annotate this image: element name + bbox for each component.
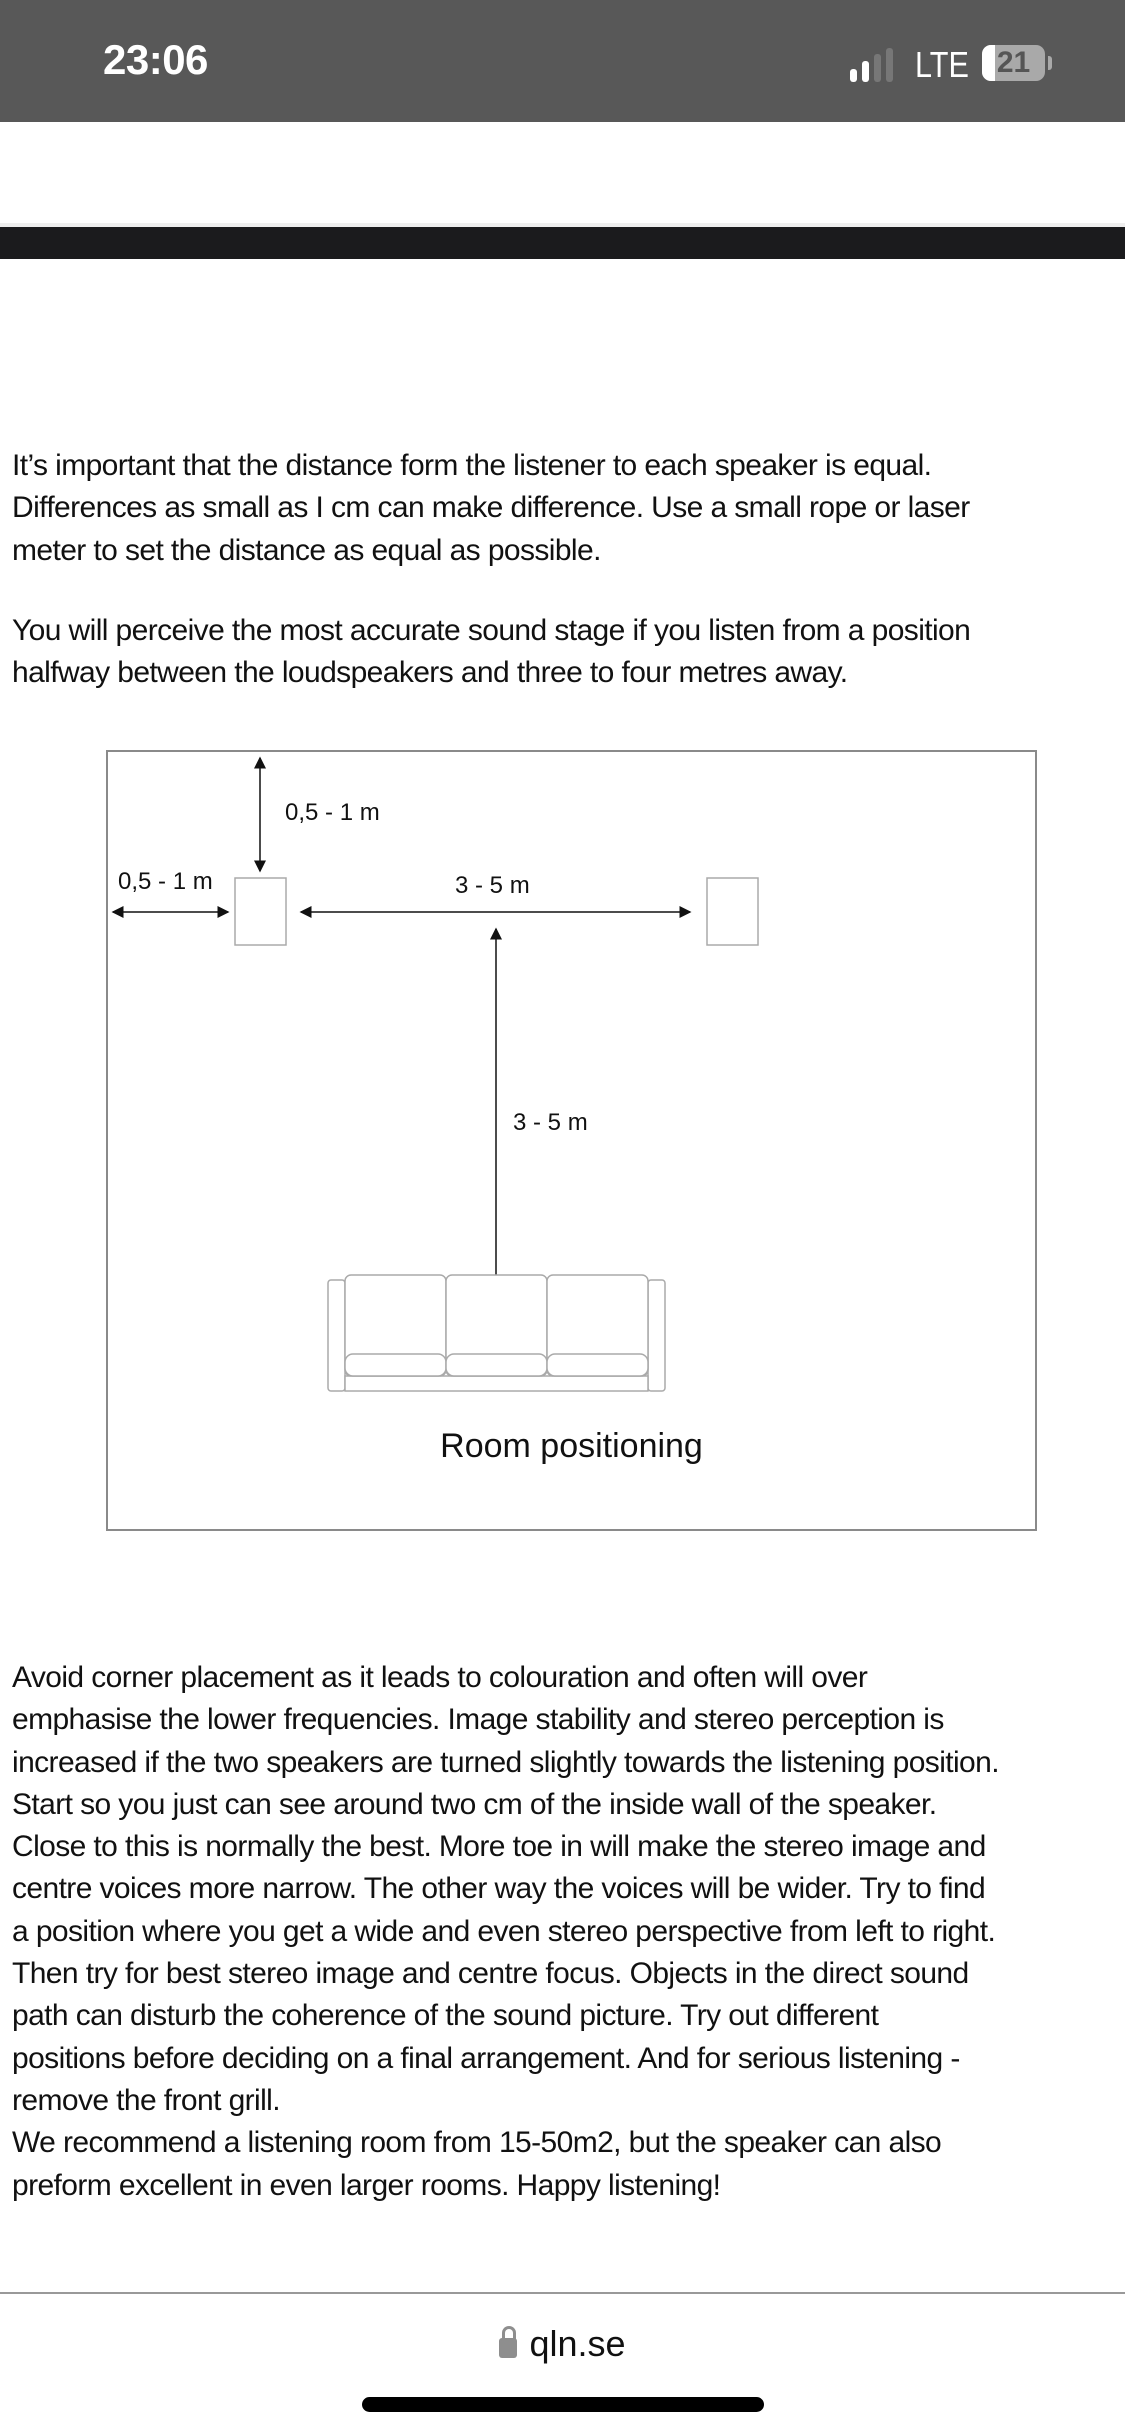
text-line: It’s important that the distance form th… — [12, 449, 932, 482]
label-side-wall-distance: 0,5 - 1 m — [118, 868, 213, 895]
diagram-drawing — [111, 756, 759, 1392]
text-line: Close to this is normally the best. More… — [12, 1830, 986, 1864]
header-divider — [0, 223, 1125, 227]
paragraph-sound-stage: You will perceive the most accurate soun… — [12, 610, 1125, 695]
text-line: Then try for best stereo image and centr… — [12, 1957, 969, 1991]
url-text: qln.se — [529, 2323, 626, 2364]
text-line: remove the front grill. — [12, 2083, 281, 2117]
status-bar: 23:06 LTE 21 — [0, 0, 1125, 122]
text-line: Avoid corner placement as it leads to co… — [12, 1661, 868, 1694]
text-line: Differences as small as I cm can make di… — [12, 491, 970, 525]
text-line: a position where you get a wide and even… — [12, 1914, 996, 1948]
clock: 23:06 — [103, 36, 208, 83]
sofa-icon — [327, 1274, 666, 1392]
text-line: centre voices more narrow. The other way… — [12, 1872, 986, 1906]
left-speaker — [234, 877, 287, 946]
room-positioning-diagram: 0,5 - 1 m 0,5 - 1 m 3 - 5 m 3 - 5 m Room… — [106, 750, 1037, 1531]
toolbar-divider — [0, 2292, 1125, 2294]
site-nav-bar — [0, 227, 1125, 259]
text-line: path can disturb the coherence of the so… — [12, 1999, 879, 2033]
text-line: positions before deciding on a final arr… — [12, 2041, 960, 2075]
battery-nub — [1048, 56, 1052, 70]
text-line: You will perceive the most accurate soun… — [12, 614, 971, 647]
right-speaker — [706, 877, 759, 946]
network-type: LTE — [915, 44, 969, 85]
label-speaker-spacing: 3 - 5 m — [455, 872, 530, 899]
text-line: meter to set the distance as equal as po… — [12, 533, 601, 567]
home-indicator[interactable] — [362, 2397, 764, 2412]
battery-level-text: 21 — [996, 46, 1031, 79]
text-line: increased if the two speakers are turned… — [12, 1745, 1000, 1779]
signal-icon — [850, 48, 894, 82]
address-bar[interactable]: qln.se — [0, 2323, 1125, 2365]
text-line: emphasise the lower frequencies. Image s… — [12, 1703, 944, 1737]
text-line: We recommend a listening room from 15-50… — [12, 2126, 942, 2160]
battery-icon: 21 — [982, 45, 1045, 81]
text-line: halfway between the loudspeakers and thr… — [12, 656, 848, 690]
paragraph-distance: It’s important that the distance form th… — [12, 445, 1125, 572]
text-line: preform excellent in even larger rooms. … — [12, 2168, 721, 2202]
paragraph-placement-tips: Avoid corner placement as it leads to co… — [12, 1657, 1125, 2207]
lock-icon — [499, 2326, 518, 2358]
diagram-title: Room positioning — [440, 1427, 703, 1465]
label-listener-distance: 3 - 5 m — [513, 1109, 588, 1136]
label-back-wall-distance: 0,5 - 1 m — [285, 799, 380, 826]
text-line: Start so you just can see around two cm … — [12, 1787, 937, 1821]
